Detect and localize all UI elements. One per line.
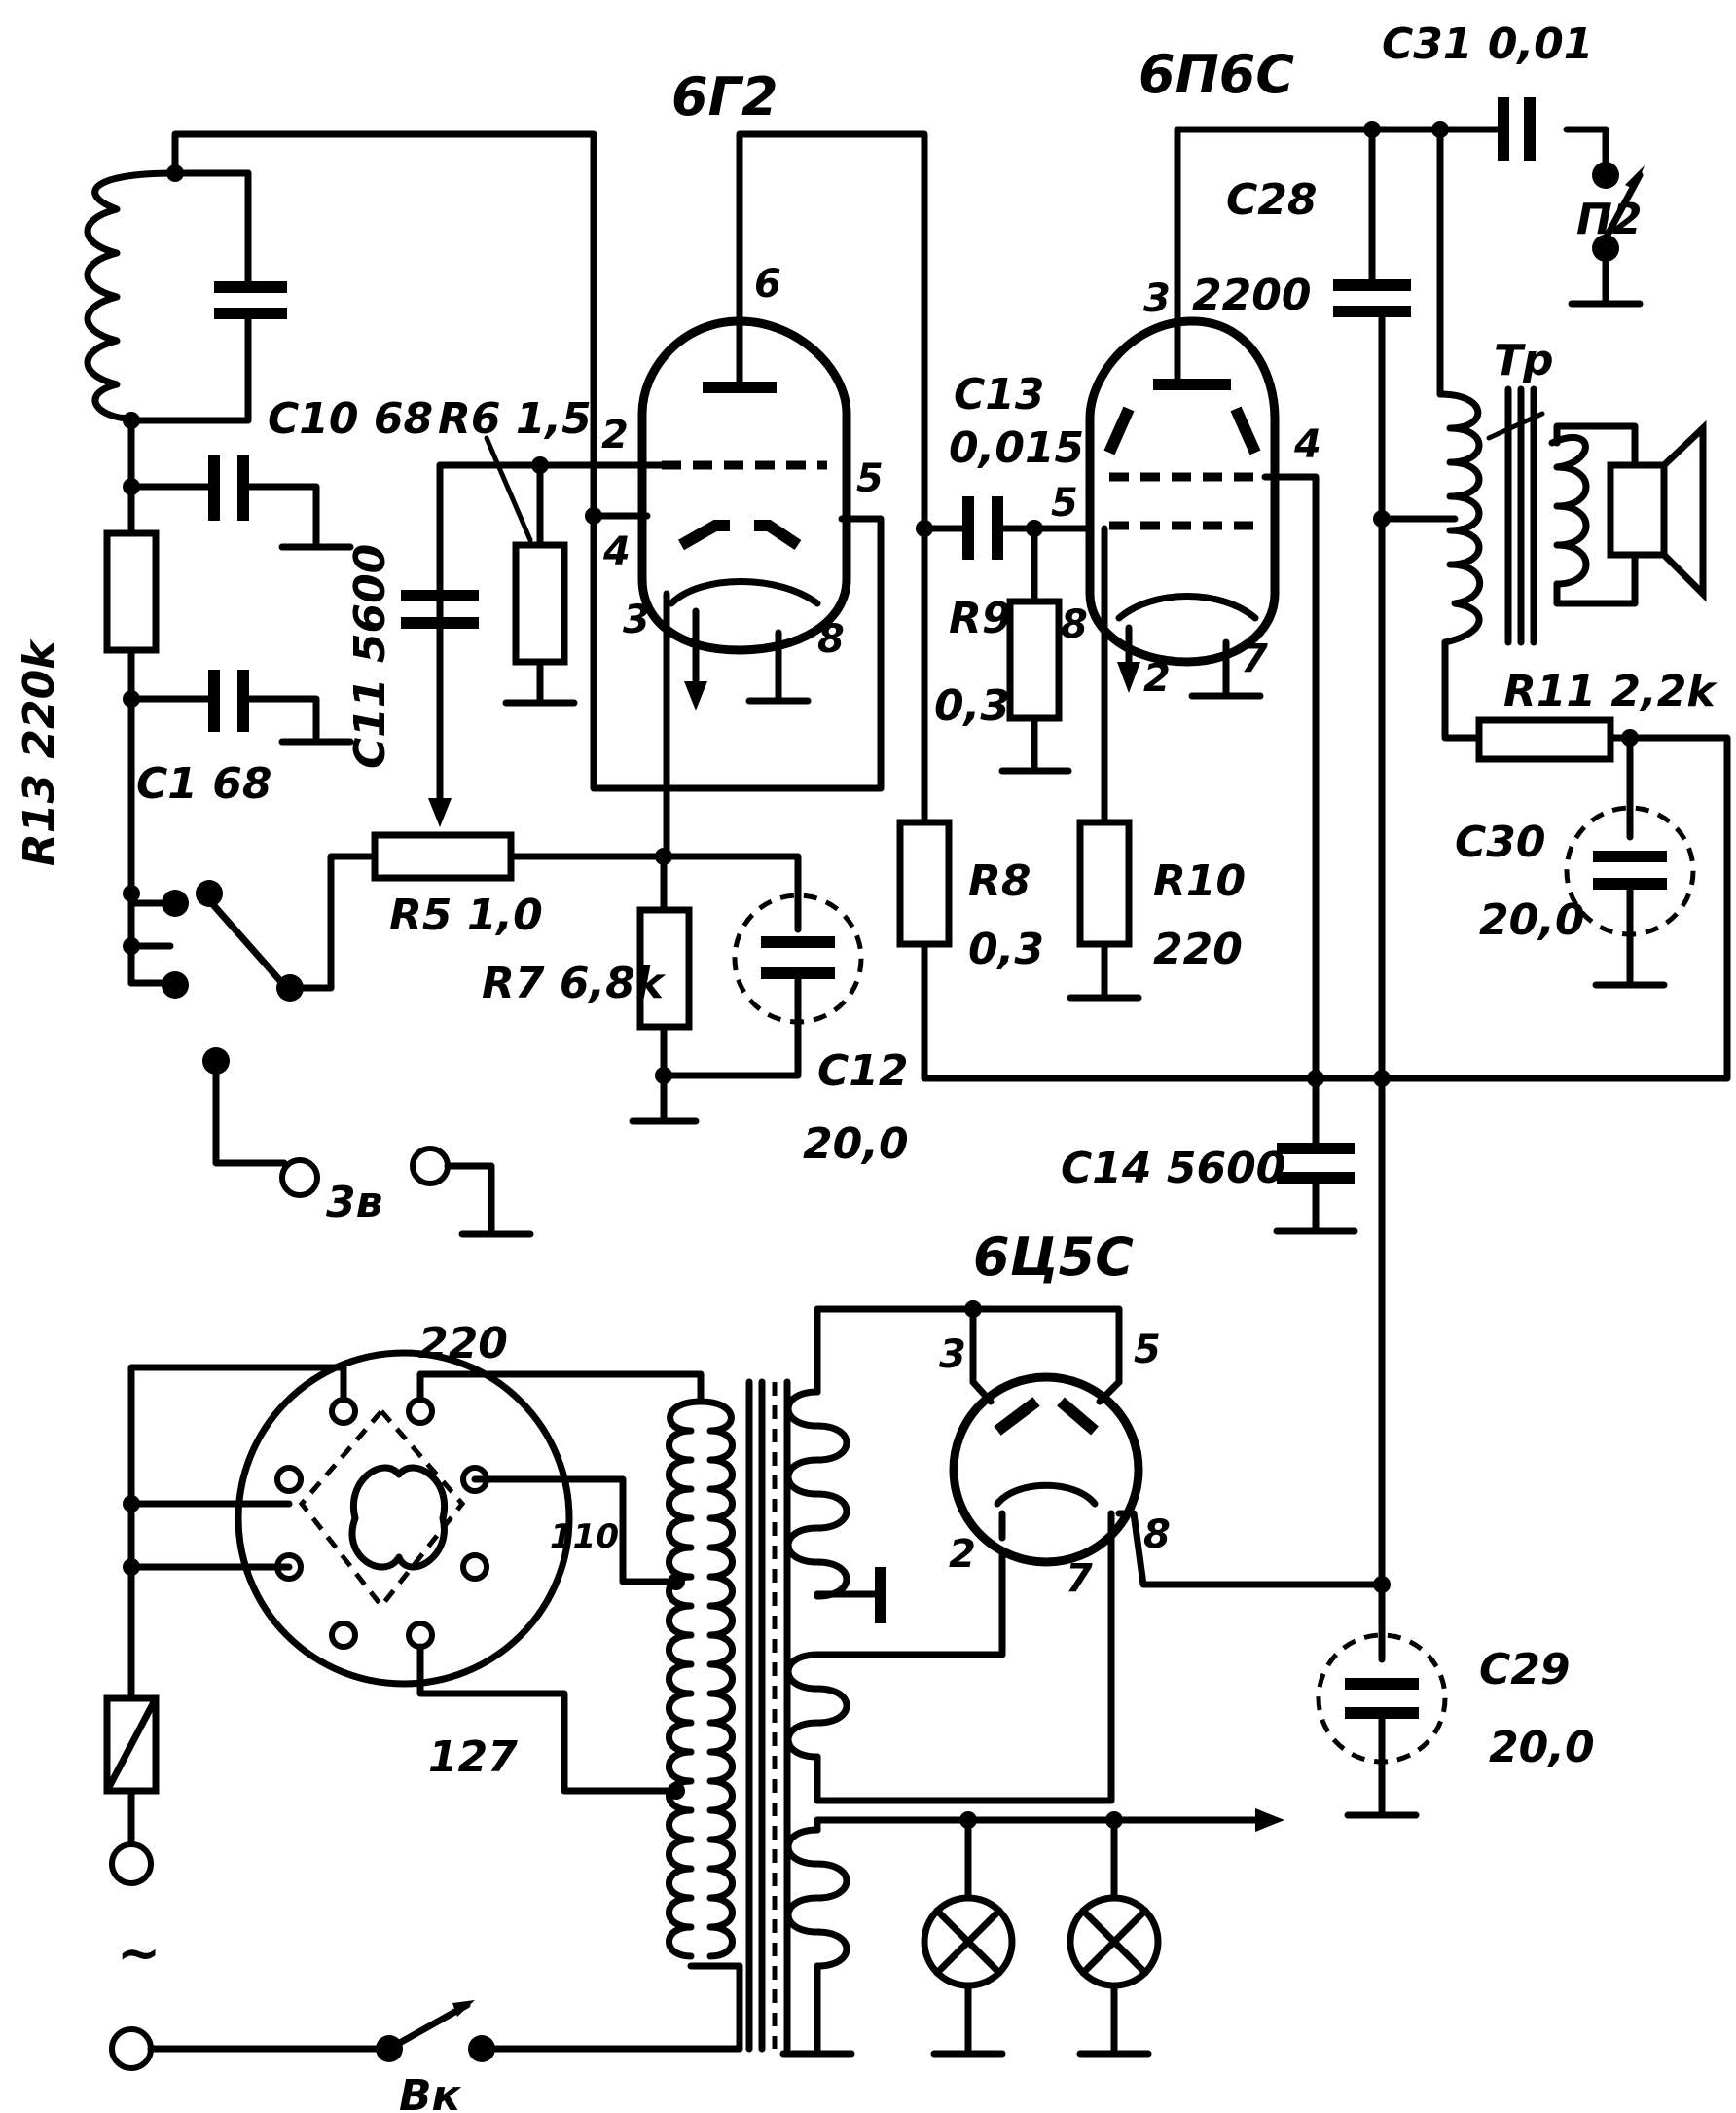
r10-resistor [1067, 809, 1142, 1002]
r8-label: R8 [968, 856, 1031, 906]
pin-v1-5: 5 [856, 456, 884, 501]
c10-capacitor [123, 455, 354, 551]
r13-label: R13 220k [15, 638, 64, 866]
r7-label: R7 6,8k [482, 959, 667, 1008]
input-tank [84, 164, 287, 491]
r9-value: 0,3 [934, 681, 1010, 731]
tr-label: Tp [1494, 336, 1554, 385]
voltage-selector [123, 1349, 705, 1795]
r13-resistor [103, 483, 160, 703]
c12-value: 20,0 [803, 1119, 909, 1169]
vk-label: Вк [399, 2071, 462, 2113]
c29-value: 20,0 [1489, 1723, 1595, 1772]
r7-c12 [629, 848, 864, 1125]
tube-6c5s [949, 1300, 1391, 1593]
power-transformer [666, 1305, 1284, 2058]
tap-127-label: 127 [428, 1732, 518, 1782]
pin-v1-3: 3 [623, 598, 650, 642]
c28-value: 2200 [1192, 271, 1311, 320]
r11-c30 [1475, 716, 1696, 989]
dial-lamps [921, 1811, 1162, 2058]
pin-v1-6: 6 [754, 262, 781, 307]
c29-capacitor [1316, 1581, 1448, 1819]
c31-label: C31 0,01 [1382, 19, 1593, 69]
top-wiring [171, 126, 1609, 529]
c14-capacitor [1273, 1075, 1358, 1235]
r6-label: R6 1,5 [438, 394, 592, 444]
pin-v1-8: 8 [817, 617, 845, 662]
pin-r-8: 8 [1143, 1512, 1171, 1557]
r8-value: 0,3 [968, 925, 1044, 974]
c1-label: C1 68 [136, 759, 271, 809]
tap-110-label: 110 [550, 1517, 619, 1556]
c14-label: C14 5600 [1061, 1144, 1285, 1193]
c11-label: C11 5600 [345, 544, 395, 769]
c29-label: C29 [1479, 1645, 1571, 1694]
pin-v2-7: 7 [1241, 637, 1268, 681]
zv-label: 3в [326, 1178, 382, 1227]
r10-label: R10 [1153, 856, 1246, 906]
pin-v1-4: 4 [602, 529, 631, 574]
c11-capacitor [401, 461, 544, 629]
ac-symbol: ~ [117, 1922, 161, 1984]
r5-potentiometer [371, 461, 668, 882]
pin-v2-4: 4 [1293, 422, 1321, 467]
pin-r-3: 3 [939, 1332, 966, 1377]
tube-6c5s-label: 6Ц5С [973, 1226, 1134, 1288]
pin-v2-3: 3 [1143, 276, 1171, 321]
p2-label: П2 [1576, 195, 1642, 244]
r5-label: R5 1,0 [389, 891, 543, 940]
pin-r-7: 7 [1066, 1556, 1093, 1601]
c10-label: C10 68 [268, 394, 433, 444]
c13-value: 0,015 [949, 423, 1084, 473]
c13-label: C13 [954, 370, 1045, 419]
tube-6p6s [1085, 316, 1324, 1087]
c30-label: C30 [1455, 818, 1546, 867]
r6-resistor [484, 435, 578, 707]
r9-label: R9 [949, 594, 1012, 643]
pin-v2-2: 2 [1143, 656, 1171, 701]
pin-r-5: 5 [1134, 1328, 1161, 1372]
pin-r-2: 2 [949, 1532, 976, 1577]
tap-220-label: 220 [418, 1319, 508, 1368]
fuse [103, 1694, 743, 2071]
pin-v1-2: 2 [601, 413, 629, 457]
r9-resistor [998, 525, 1072, 775]
pin-v2-8: 8 [1061, 602, 1088, 647]
r10-value: 220 [1153, 925, 1243, 974]
c28-capacitor [1333, 121, 1459, 1590]
c30-value: 20,0 [1479, 895, 1585, 945]
tube-6p6s-label: 6П6С [1139, 44, 1294, 105]
pin-v2-5: 5 [1051, 481, 1078, 526]
tube-6g2-label: 6Г2 [671, 66, 778, 128]
r11-label: R11 2,2k [1503, 667, 1718, 716]
c28-label: C28 [1226, 175, 1318, 225]
r8-resistor [896, 525, 1731, 1082]
tube-6g2 [536, 316, 885, 860]
band-switch [123, 695, 534, 1238]
c1-capacitor [123, 670, 354, 746]
output-transformer [1436, 126, 1707, 742]
c31-p2 [1431, 97, 1645, 308]
c12-label: C12 [817, 1046, 909, 1096]
